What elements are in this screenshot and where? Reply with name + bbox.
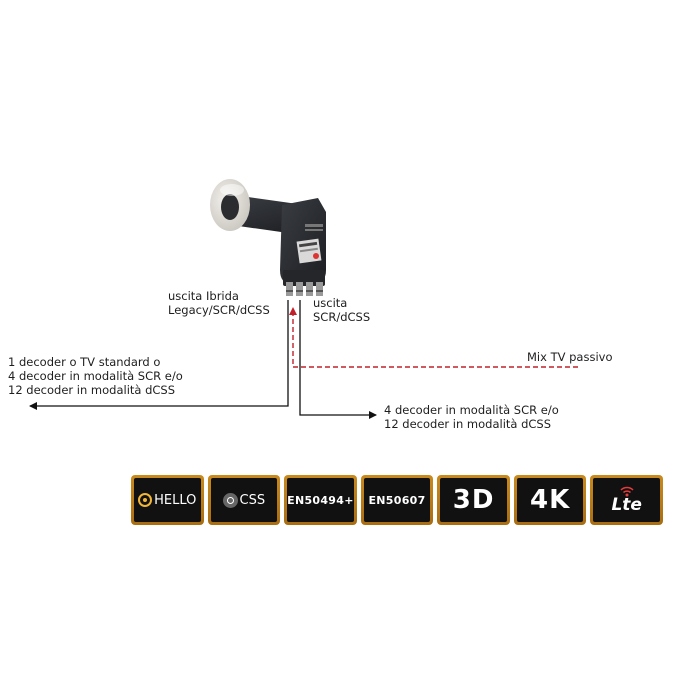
badge-label: CSS — [239, 492, 266, 508]
badge-dcss: CSS — [207, 475, 281, 525]
feature-badges: HELLO CSS EN50494+ EN50607 3D 4K — [131, 475, 663, 525]
badge-label: 3D — [452, 485, 495, 515]
badge-lte: Lte — [590, 475, 663, 525]
right-targets-label: 4 decoder in modalità SCR e/o 12 decoder… — [384, 403, 559, 431]
scr-output-line — [299, 300, 377, 419]
hybrid-output-line — [29, 300, 289, 410]
badge-label: HELLO — [154, 492, 197, 508]
badge-label: 4K — [530, 485, 571, 515]
badge-label: EN50494+ — [287, 493, 354, 507]
dcss-icon — [222, 492, 238, 508]
lnb-device — [210, 179, 326, 296]
dhello-icon — [138, 493, 153, 507]
badge-en50607: EN50607 — [360, 475, 434, 525]
badge-en50494: EN50494+ — [284, 475, 357, 525]
badge-label: Lte — [611, 495, 642, 515]
left-targets-label: 1 decoder o TV standard o 4 decoder in m… — [8, 355, 183, 397]
lte-signal-icon — [620, 486, 634, 497]
badge-3d: 3D — [437, 475, 510, 525]
scr-output-label: uscita SCR/dCSS — [313, 296, 371, 324]
badge-label: EN50607 — [368, 493, 426, 507]
mix-tv-line — [289, 307, 578, 368]
hybrid-output-label: uscita Ibrida Legacy/SCR/dCSS — [168, 289, 270, 317]
badge-4k: 4K — [513, 475, 587, 525]
badge-dhello: HELLO — [131, 475, 204, 525]
mix-tv-label: Mix TV passivo — [527, 350, 613, 364]
